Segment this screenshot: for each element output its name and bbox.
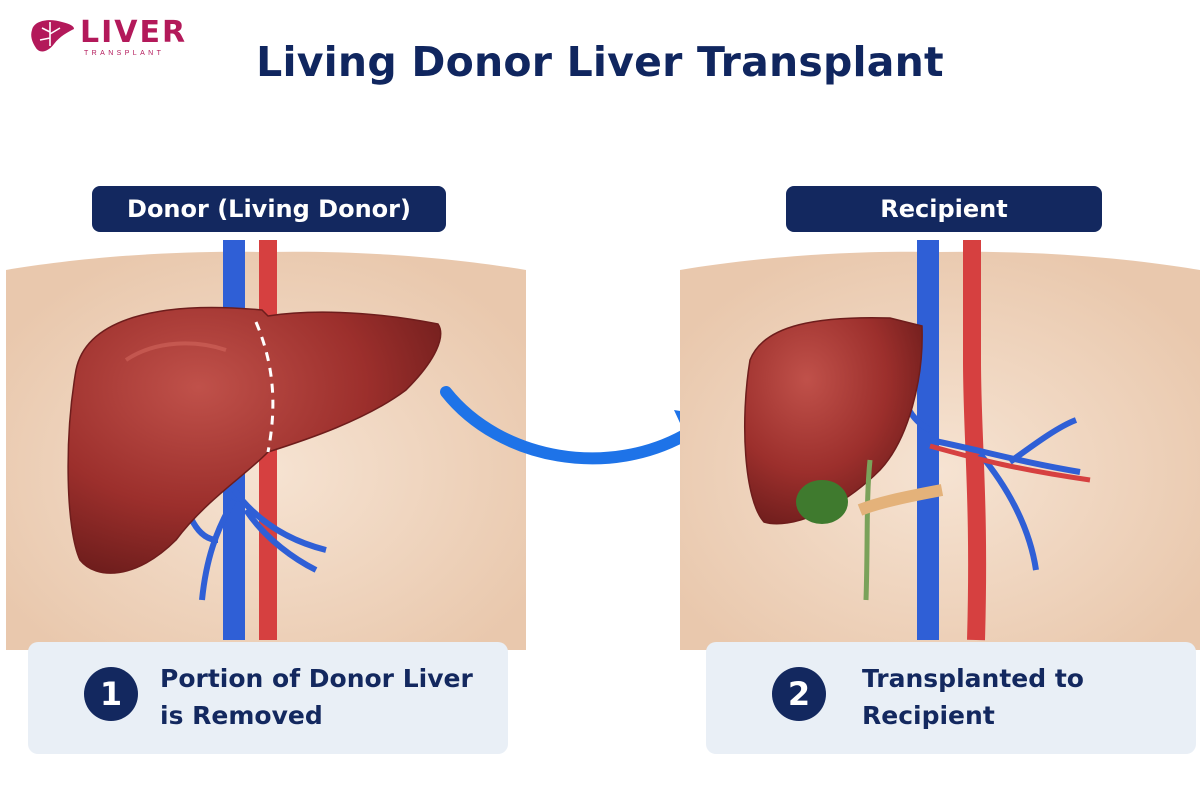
liver-logo-icon [31,20,74,52]
donor-liver [67,306,442,574]
donor-step-text: Portion of Donor Liver is Removed [160,660,473,734]
donor-header: Donor (Living Donor) [92,186,446,232]
logo-subtitle: TRANSPLANT [84,50,165,57]
gallbladder [796,480,848,524]
donor-step-line-1: Portion of Donor Liver [160,664,473,693]
donor-step-line-2: is Removed [160,701,323,730]
recipient-caption-box: 2 Transplanted to Recipient [706,642,1196,754]
donor-caption-box: 1 Portion of Donor Liver is Removed [28,642,508,754]
donor-illustration [6,240,526,650]
recipient-step-line-1: Transplanted to [862,664,1084,693]
page-title: Living Donor Liver Transplant [256,38,944,86]
brand-logo: LIVER TRANSPLANT [28,14,198,62]
step-number-1: 1 [84,667,138,721]
recipient-header: Recipient [786,186,1102,232]
recipient-step-text: Transplanted to Recipient [862,660,1084,734]
logo-wordmark: LIVER [80,15,188,50]
step-number-2: 2 [772,667,826,721]
recipient-artery [963,240,987,641]
recipient-liver [743,316,923,525]
recipient-illustration [680,240,1200,650]
recipient-step-line-2: Recipient [862,701,995,730]
cut-line [254,321,275,453]
